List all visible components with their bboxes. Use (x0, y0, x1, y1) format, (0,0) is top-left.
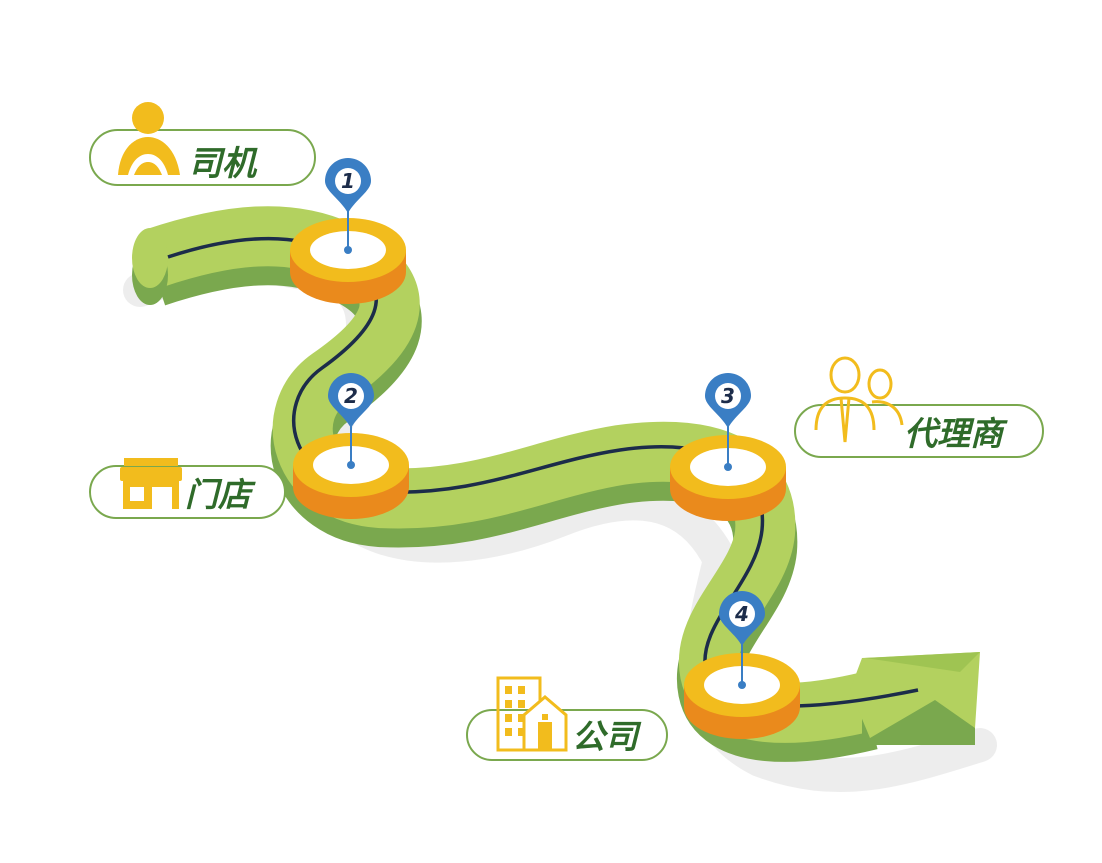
road-start-cap (132, 228, 168, 288)
pin-center (729, 601, 755, 627)
store-icon (120, 458, 182, 509)
pin-number-2: 2 (344, 384, 358, 408)
pin-center (338, 383, 364, 409)
pin-base-dot (347, 461, 355, 469)
label-company: 公司 (572, 717, 642, 756)
pin-base-dot (344, 246, 352, 254)
pin-number-1: 1 (341, 169, 355, 193)
pin-center (335, 168, 361, 194)
stop-2: 2 (293, 373, 409, 519)
pin-center (715, 383, 741, 409)
pin-number-4: 4 (734, 602, 749, 626)
label-driver: 司机 (188, 144, 258, 184)
arrow-head-tip (865, 652, 980, 672)
stop-4: 4 (684, 591, 800, 739)
pin-base-dot (738, 681, 746, 689)
company-icon (496, 676, 568, 752)
stop-3: 3 (670, 373, 786, 521)
pin-base-dot (724, 463, 732, 471)
label-store: 门店 (185, 475, 256, 514)
label-pill-agent (794, 404, 1044, 458)
label-agent: 代理商 (904, 414, 1008, 453)
stop-1: 1 (290, 158, 406, 304)
agent-icon (814, 356, 904, 443)
arrow-head-top (850, 652, 980, 738)
pin-number-3: 3 (721, 384, 735, 408)
driver-icon (118, 102, 180, 175)
